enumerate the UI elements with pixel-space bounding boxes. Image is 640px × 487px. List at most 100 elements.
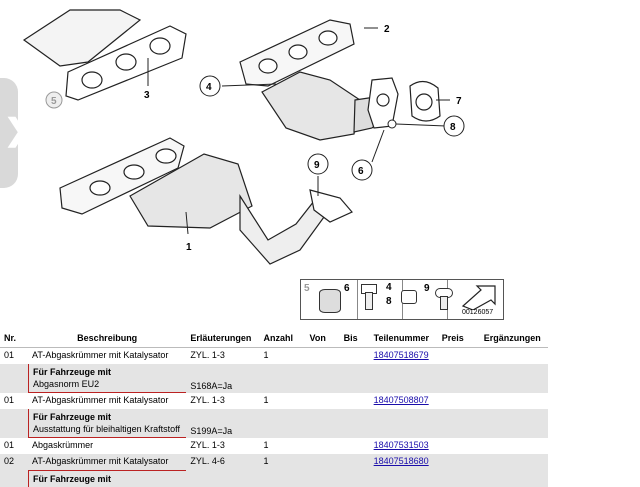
col-ergaenzungen: Ergänzungen [479, 329, 548, 348]
parts-table: Nr. Beschreibung Erläuterungen Anzahl Vo… [0, 329, 548, 487]
col-anzahl: Anzahl [259, 329, 306, 348]
legend-label-4: 4 [386, 282, 392, 293]
diagram-code: 00126057 [462, 309, 494, 316]
table-header-row: Nr. Beschreibung Erläuterungen Anzahl Vo… [0, 329, 548, 348]
gasket-7-drawing [409, 80, 441, 122]
legend-cell-washer [301, 280, 358, 319]
svg-text:7: 7 [456, 96, 462, 107]
row-to [340, 348, 370, 365]
note-text: Ausstattung für bleihaltigen Kraftstoff [33, 424, 180, 434]
side-panel-tab[interactable] [0, 78, 18, 188]
col-beschreibung: Beschreibung [28, 329, 187, 348]
legend-label-8: 8 [386, 296, 392, 307]
callout-1: 1 [186, 242, 192, 253]
table-note-row: Für Fahrzeuge mit Abgasnorm EU2 S168A=Ja [0, 364, 548, 393]
row-part-number: 18407508807 [370, 393, 438, 409]
row-description: AT-Abgaskrümmer mit Katalysator [32, 350, 169, 360]
note-code: S199A=Ja [186, 409, 260, 438]
heat-shield-drawing [22, 9, 142, 67]
row-explanation: ZYL. 4-6 [186, 454, 260, 470]
lower-manifold-drawing [59, 137, 353, 265]
row-to [339, 454, 370, 470]
leader-lines [147, 27, 450, 235]
row-nr: 01 [4, 350, 15, 360]
row-quantity: 1 [259, 454, 306, 470]
col-nr: Nr. [0, 329, 29, 348]
row-to [340, 393, 370, 409]
row-notes [479, 454, 548, 470]
svg-text:5: 5 [51, 96, 57, 107]
row-nr: 02 [0, 454, 29, 470]
part-number-link[interactable]: 18407508807 [373, 395, 429, 405]
table-note-row: Für Fahrzeuge mit [0, 470, 548, 487]
col-preis: Preis [437, 329, 480, 348]
col-erlaeuterungen: Erläuterungen [186, 329, 260, 348]
row-description: AT-Abgaskrümmer mit Katalysator [28, 454, 187, 470]
row-nr: 01 [4, 440, 15, 450]
svg-text:8: 8 [450, 122, 456, 133]
bolt-flange-shank-icon [440, 296, 448, 310]
chevron-right-icon[interactable]: ❯ [4, 114, 30, 147]
row-quantity: 1 [263, 440, 269, 450]
washer-5-drawing [45, 91, 63, 109]
part-number-link[interactable]: 18407531503 [373, 440, 429, 450]
table-row: 01 AT-Abgaskrümmer mit Katalysator ZYL. … [0, 393, 548, 409]
row-part-number: 18407518680 [369, 454, 438, 470]
callout-9: 9 [307, 153, 329, 175]
table-note-row: Für Fahrzeuge mit Ausstattung für bleiha… [0, 409, 548, 438]
callout-7: 7 [456, 96, 462, 107]
table-row: 01 Abgaskrümmer ZYL. 1-3 1 18407531503 [0, 438, 548, 454]
row-from [306, 393, 340, 409]
col-von: Von [305, 329, 340, 348]
note-text: Abgasnorm EU2 [33, 379, 100, 389]
note-code: S168A=Ja [186, 364, 260, 393]
row-quantity: 1 [263, 395, 269, 405]
row-notes [480, 438, 548, 454]
row-from [306, 348, 340, 365]
nut-icon [401, 290, 417, 304]
gasket-3-drawing [65, 25, 187, 101]
hardware-legend: 5 6 4 8 9 [300, 279, 504, 320]
col-teilenummer: Teilenummer [369, 329, 438, 348]
note-cell: Für Fahrzeuge mit Abgasnorm EU2 [28, 364, 187, 393]
svg-text:3: 3 [144, 90, 150, 101]
row-to [340, 438, 370, 454]
callout-6: 6 [351, 159, 373, 181]
row-explanation: ZYL. 1-3 [190, 350, 225, 360]
row-nr: 01 [4, 395, 15, 405]
col-bis: Bis [339, 329, 370, 348]
row-part-number: 18407518679 [370, 348, 438, 365]
part-number-link[interactable]: 18407518679 [373, 350, 429, 360]
svg-text:9: 9 [314, 160, 320, 171]
callout-2: 2 [384, 24, 390, 35]
note-cell: Für Fahrzeuge mit [28, 470, 187, 487]
table-row: 02 AT-Abgaskrümmer mit Katalysator ZYL. … [0, 454, 548, 470]
callout-8: 8 [443, 115, 465, 137]
row-description: AT-Abgaskrümmer mit Katalysator [32, 395, 169, 405]
row-from [306, 438, 340, 454]
row-from [305, 454, 340, 470]
svg-text:2: 2 [384, 24, 390, 35]
note-cell: Für Fahrzeuge mit Ausstattung für bleiha… [28, 409, 187, 438]
row-explanation: ZYL. 1-3 [190, 440, 225, 450]
svg-text:6: 6 [358, 166, 364, 177]
row-notes [480, 348, 548, 365]
washer-icon [319, 289, 341, 313]
row-part-number: 18407531503 [370, 438, 438, 454]
row-price [438, 348, 480, 365]
callout-4: 4 [199, 75, 221, 97]
table-row: 01 AT-Abgaskrümmer mit Katalysator ZYL. … [0, 348, 548, 365]
upper-manifold-drawing [239, 19, 393, 141]
svg-text:4: 4 [206, 82, 212, 93]
bolt-shank-icon [365, 292, 373, 310]
callout-3: 3 [144, 90, 150, 101]
callout-5: 5 [51, 96, 57, 107]
part-number-link[interactable]: 18407518680 [373, 456, 429, 466]
parts-diagram: 1 2 3 4 5 6 7 8 9 [22, 9, 465, 265]
note-title: Für Fahrzeuge mit [33, 474, 112, 484]
legend-label-9: 9 [424, 283, 430, 294]
row-price [438, 393, 480, 409]
row-description: Abgaskrümmer [32, 440, 94, 450]
note-title: Für Fahrzeuge mit [33, 367, 112, 377]
legend-label-6: 6 [344, 283, 350, 294]
